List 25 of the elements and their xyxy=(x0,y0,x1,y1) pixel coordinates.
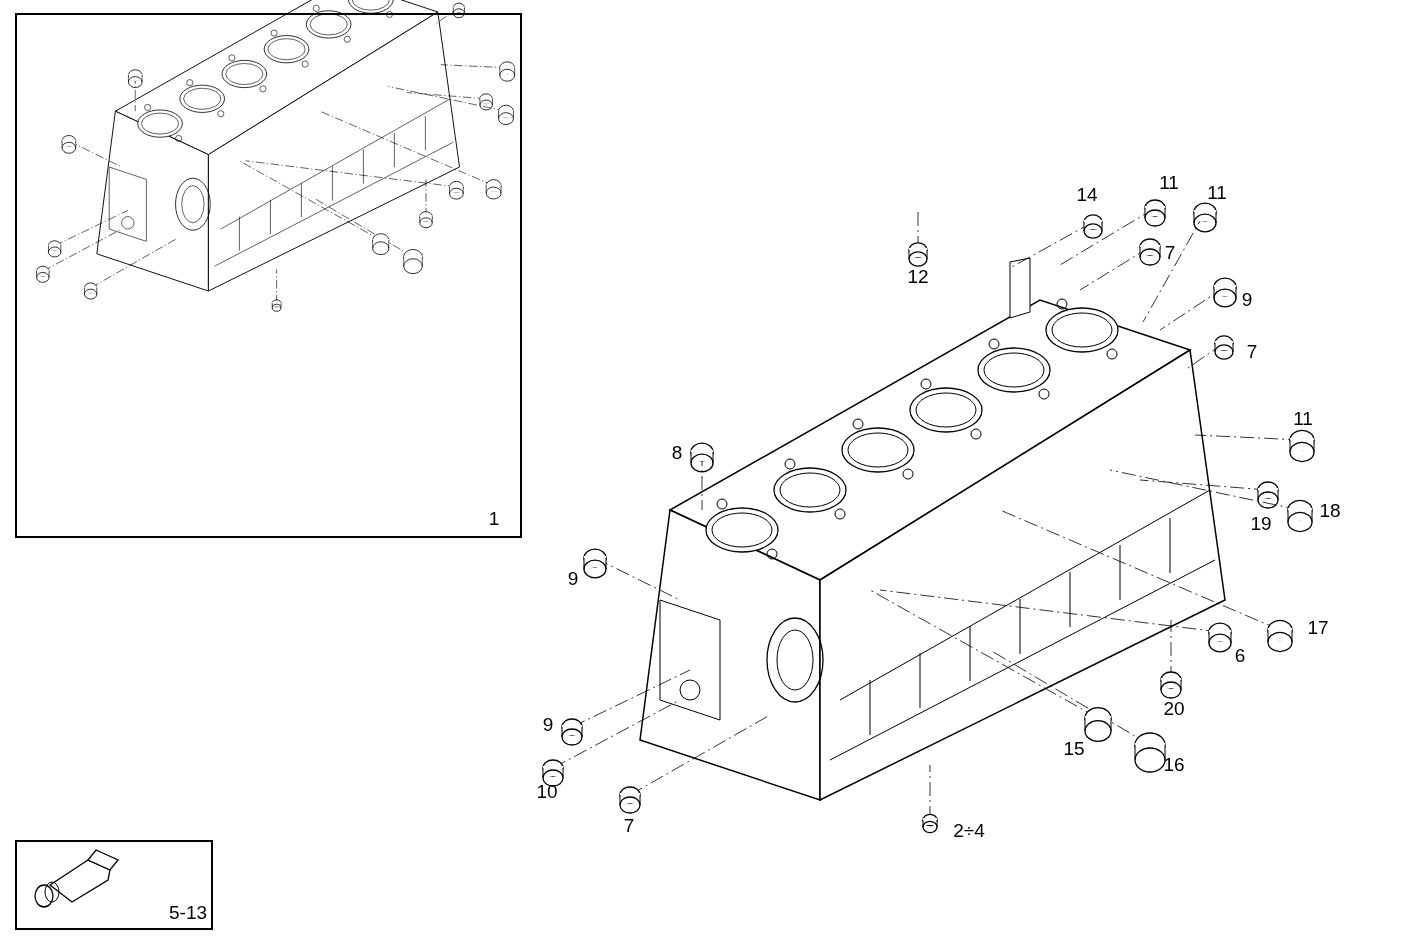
callout-number: 9 xyxy=(542,715,554,735)
callout-number: 11 xyxy=(1159,173,1179,193)
callout-number: 7 xyxy=(1164,243,1176,263)
callout-number: 20 xyxy=(1163,699,1185,719)
callout-number: 7 xyxy=(623,816,635,836)
callout-number: 12 xyxy=(907,267,929,287)
callout-number: 18 xyxy=(1319,501,1341,521)
callout-number: 17 xyxy=(1307,618,1329,638)
callout-number: 16 xyxy=(1163,755,1185,775)
callout-number: 6 xyxy=(1234,646,1246,666)
callout-number: 1 xyxy=(488,509,500,529)
callout-number: 19 xyxy=(1250,514,1272,534)
callout-number: 10 xyxy=(536,782,558,802)
callout-number: 9 xyxy=(567,569,579,589)
callout-number: 8 xyxy=(671,443,683,463)
inset-panel xyxy=(15,13,522,538)
callout-number: 2÷4 xyxy=(953,821,985,841)
callout-number: 5-13 xyxy=(169,903,207,923)
callout-number: 9 xyxy=(1241,290,1253,310)
callout-number: 11 xyxy=(1207,183,1227,203)
callout-number: 14 xyxy=(1076,185,1098,205)
inset-panel xyxy=(15,840,213,930)
callout-number: 11 xyxy=(1293,409,1313,429)
callout-number: 15 xyxy=(1063,739,1085,759)
callout-number: 7 xyxy=(1246,342,1258,362)
